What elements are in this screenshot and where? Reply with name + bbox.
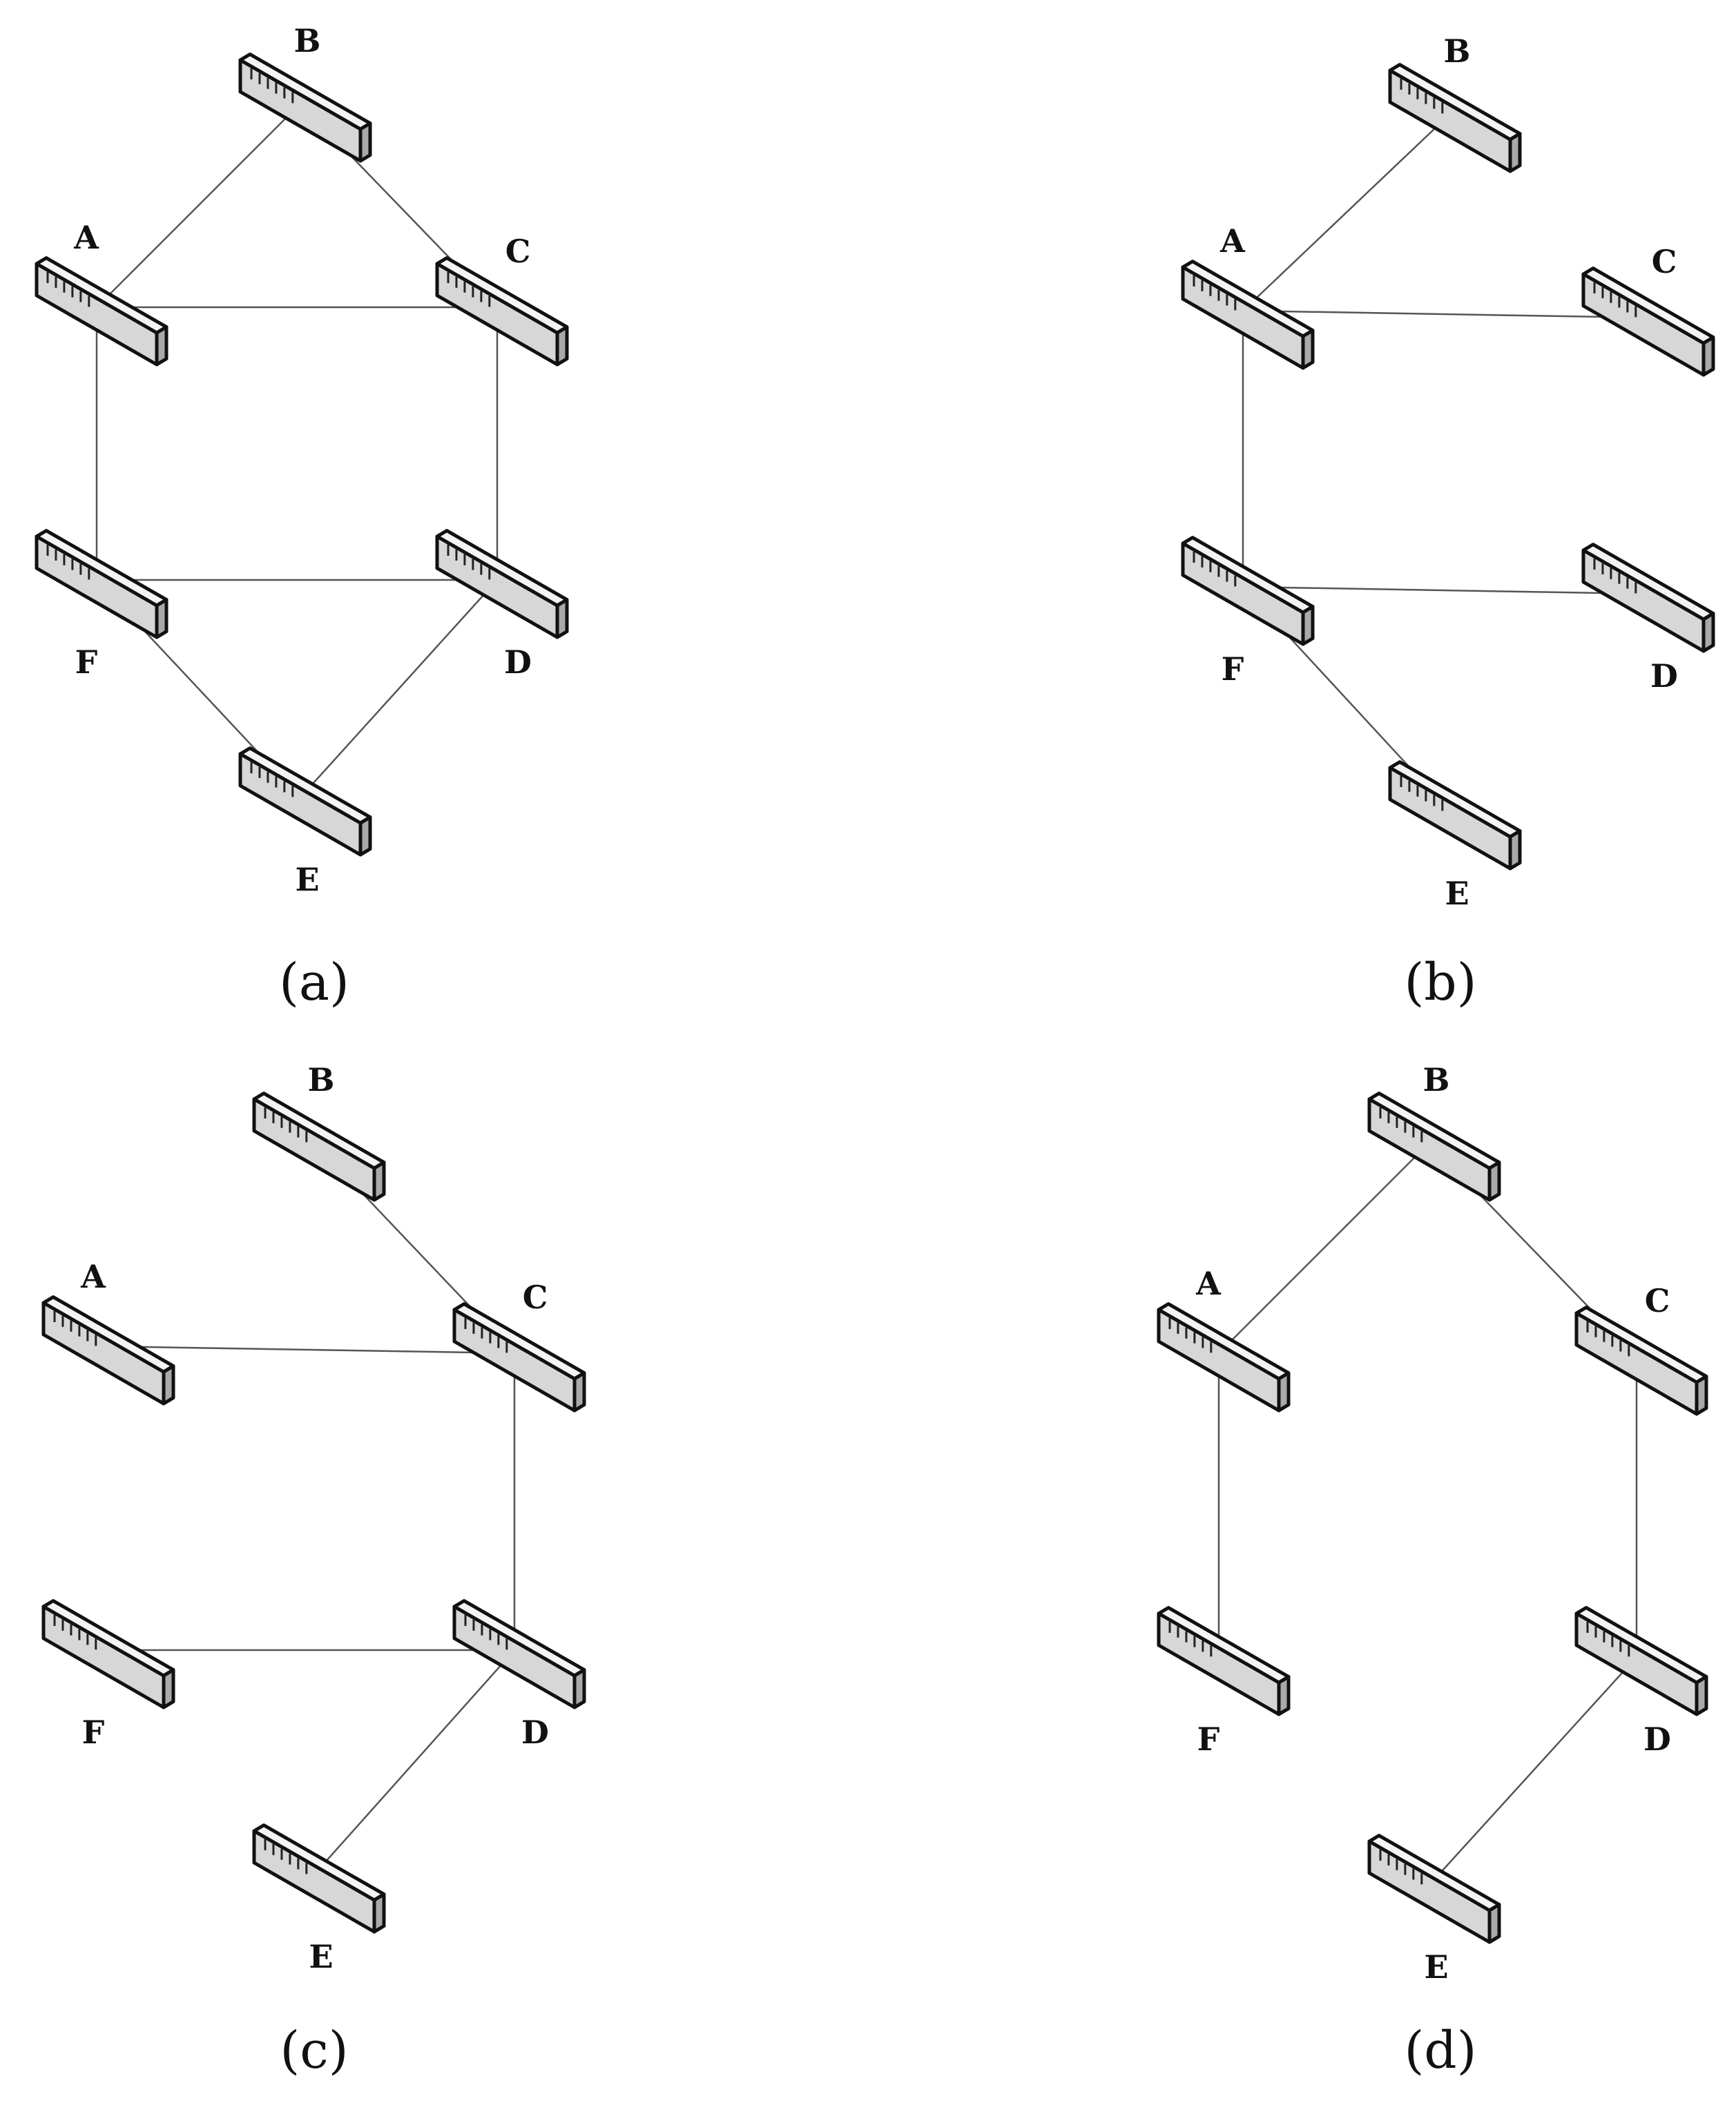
switch-a-icon bbox=[35, 256, 168, 367]
links bbox=[95, 103, 499, 798]
switch-a-icon bbox=[1181, 260, 1315, 370]
switch-e-icon bbox=[1367, 1834, 1501, 1944]
node-label-e: E bbox=[1424, 1948, 1448, 1986]
links bbox=[103, 1142, 516, 1875]
switch-end-face bbox=[1695, 1675, 1708, 1716]
panel-c: A B C D E F (c) bbox=[41, 1061, 586, 2080]
node-label-f: F bbox=[1222, 650, 1244, 688]
switch-a-icon bbox=[1157, 1302, 1291, 1413]
switch-end-face bbox=[1695, 1375, 1708, 1416]
switch-end-face bbox=[1508, 132, 1522, 173]
node-label-f: F bbox=[82, 1714, 105, 1751]
link-f-d bbox=[1242, 585, 1644, 595]
switch-end-face bbox=[1487, 1903, 1501, 1944]
switch-end-face bbox=[1508, 829, 1522, 871]
switch-b-icon bbox=[1388, 63, 1522, 173]
switch-end-face bbox=[1701, 612, 1715, 653]
panel-a-caption: (a) bbox=[279, 953, 349, 1012]
switch-end-face bbox=[572, 1668, 586, 1709]
switch-end-face bbox=[1487, 1161, 1501, 1202]
switch-d-icon bbox=[1574, 1606, 1708, 1716]
switch-c-icon bbox=[435, 256, 569, 367]
link-a-c bbox=[103, 1345, 515, 1355]
link-d-e bbox=[1429, 1656, 1637, 1886]
switch-end-face bbox=[572, 1371, 586, 1413]
switch-f-icon bbox=[1157, 1606, 1291, 1716]
switch-end-face bbox=[1301, 605, 1315, 646]
node-label-b: B bbox=[1423, 1061, 1450, 1098]
node-label-a: A bbox=[80, 1258, 106, 1295]
switch-end-face bbox=[372, 1161, 386, 1202]
node-label-c: C bbox=[1652, 243, 1677, 280]
switch-end-face bbox=[1277, 1675, 1291, 1716]
switch-d-icon bbox=[452, 1599, 586, 1709]
link-d-e bbox=[300, 579, 498, 798]
switch-c-icon bbox=[1574, 1306, 1708, 1416]
switch-e-icon bbox=[1388, 760, 1522, 871]
panel-b-caption: (b) bbox=[1404, 953, 1476, 1012]
switch-end-face bbox=[555, 598, 569, 639]
node-label-f: F bbox=[1197, 1721, 1220, 1758]
node-label-c: C bbox=[505, 233, 531, 270]
switch-b-icon bbox=[252, 1092, 386, 1202]
panel-d: A B C D E F (d) bbox=[1157, 1061, 1708, 2080]
switch-d-icon bbox=[1581, 543, 1715, 653]
switch-end-face bbox=[1277, 1371, 1291, 1413]
node-label-f: F bbox=[75, 643, 98, 681]
node-label-e: E bbox=[309, 1938, 333, 1975]
switch-f-icon bbox=[41, 1599, 175, 1709]
switch-end-face bbox=[1701, 336, 1715, 377]
node-label-a: A bbox=[1219, 222, 1246, 260]
node-label-c: C bbox=[523, 1279, 548, 1316]
node-label-a: A bbox=[1195, 1265, 1222, 1302]
switch-end-face bbox=[155, 325, 168, 367]
node-label-e: E bbox=[295, 861, 319, 898]
node-label-b: B bbox=[294, 22, 321, 59]
link-d-e bbox=[314, 1649, 515, 1875]
switch-f-icon bbox=[35, 529, 168, 639]
node-label-c: C bbox=[1645, 1282, 1670, 1319]
node-label-b: B bbox=[1444, 32, 1471, 70]
switch-c-icon bbox=[452, 1302, 586, 1413]
switch-end-face bbox=[162, 1668, 175, 1709]
switch-e-icon bbox=[238, 746, 372, 857]
switch-end-face bbox=[358, 122, 372, 163]
switch-b-icon bbox=[1367, 1092, 1501, 1202]
switch-end-face bbox=[1301, 329, 1315, 370]
switch-e-icon bbox=[252, 1823, 386, 1934]
switch-a-icon bbox=[41, 1295, 175, 1406]
links bbox=[1242, 113, 1644, 812]
panel-a: A B C D E F (a) bbox=[35, 22, 569, 1012]
panel-b: A B C D E F (b) bbox=[1181, 32, 1715, 1012]
link-b-a bbox=[1242, 113, 1451, 311]
node-label-a: A bbox=[73, 219, 99, 256]
node-label-d: D bbox=[1643, 1721, 1671, 1758]
switch-end-face bbox=[358, 815, 372, 857]
node-label-e: E bbox=[1445, 875, 1469, 912]
panel-c-caption: (c) bbox=[280, 2021, 348, 2080]
switch-f-icon bbox=[1181, 536, 1315, 646]
switch-end-face bbox=[155, 598, 168, 639]
node-label-d: D bbox=[504, 643, 532, 681]
link-b-a bbox=[96, 103, 301, 308]
switch-end-face bbox=[555, 325, 569, 367]
panel-d-caption: (d) bbox=[1404, 2021, 1476, 2080]
node-label-b: B bbox=[308, 1061, 335, 1098]
node-label-d: D bbox=[1650, 657, 1678, 695]
switch-c-icon bbox=[1581, 266, 1715, 377]
switch-d-icon bbox=[435, 529, 569, 639]
switch-end-face bbox=[372, 1892, 386, 1934]
link-a-c bbox=[1242, 309, 1644, 319]
link-b-a bbox=[1218, 1142, 1430, 1354]
switch-b-icon bbox=[238, 52, 372, 163]
links bbox=[1217, 1142, 1638, 1886]
switch-end-face bbox=[162, 1364, 175, 1406]
node-label-d: D bbox=[521, 1714, 549, 1751]
